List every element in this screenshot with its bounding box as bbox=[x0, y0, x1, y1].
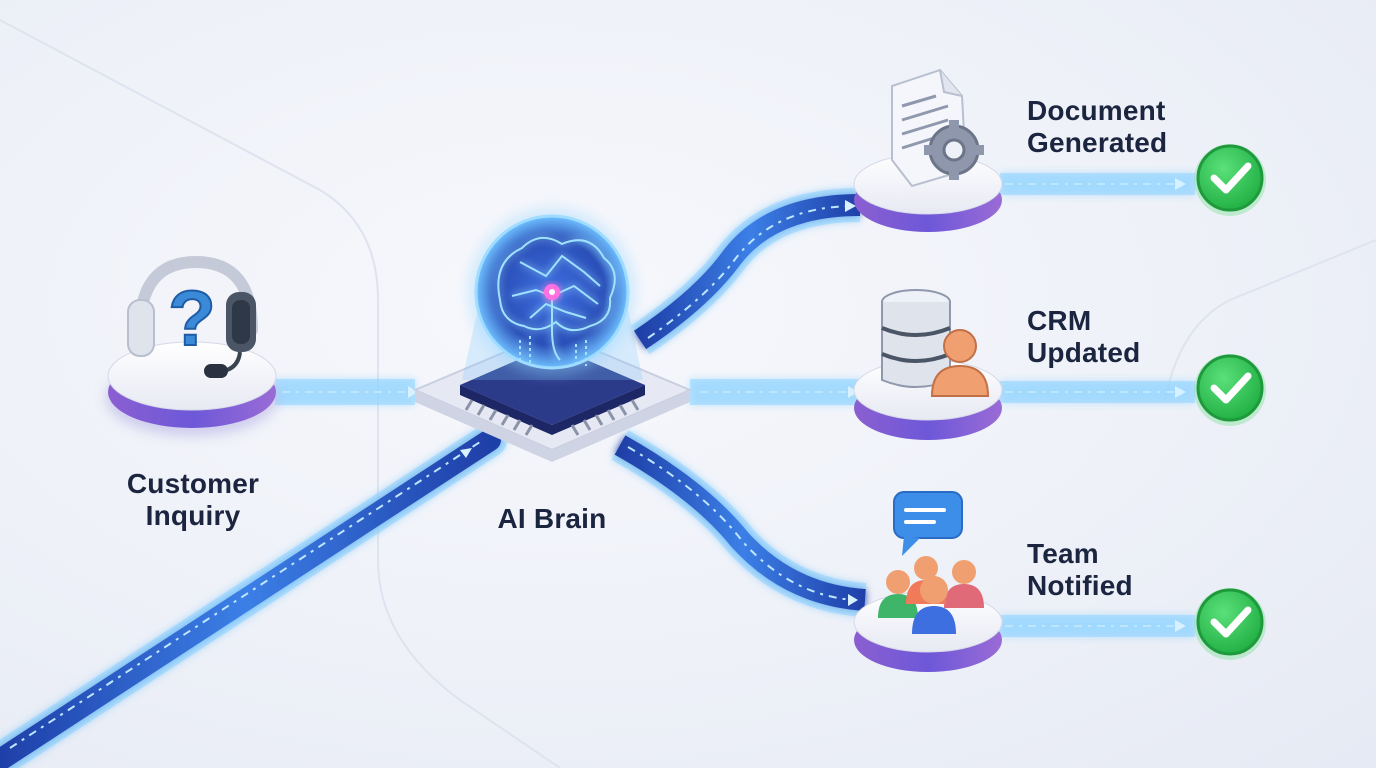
team-chat-icon bbox=[878, 491, 984, 634]
check-badge-document bbox=[1194, 144, 1266, 216]
crm-updated-label: CRM Updated bbox=[1027, 305, 1227, 369]
svg-text:?: ? bbox=[168, 274, 216, 362]
customer-inquiry-label: Customer Inquiry bbox=[100, 468, 286, 532]
document-label-line1: Document bbox=[1027, 95, 1166, 126]
check-icon bbox=[1210, 606, 1252, 638]
ai-brain-label-text: AI Brain bbox=[497, 503, 607, 534]
headset-question-icon: ? bbox=[127, 255, 258, 378]
document-label-line2: Generated bbox=[1027, 127, 1168, 158]
crm-label-line2: Updated bbox=[1027, 337, 1141, 368]
flow-arrows bbox=[408, 178, 1186, 632]
document-generated-label: Document Generated bbox=[1027, 95, 1227, 159]
document-gear-icon bbox=[891, 68, 984, 188]
team-label-line1: Team bbox=[1027, 538, 1099, 569]
database-user-icon bbox=[881, 289, 990, 397]
crm-node bbox=[853, 289, 1003, 440]
check-badge-team bbox=[1194, 588, 1266, 660]
ai-brain-label: AI Brain bbox=[462, 503, 642, 535]
chip-pins bbox=[464, 399, 640, 436]
team-notified-label: Team Notified bbox=[1027, 538, 1227, 602]
flow-dashes bbox=[9, 183, 1185, 749]
check-badge-crm bbox=[1194, 354, 1266, 426]
customer-inquiry-label-line2: Inquiry bbox=[145, 500, 241, 531]
crm-label-line1: CRM bbox=[1027, 305, 1092, 336]
customer-inquiry-label-line1: Customer bbox=[126, 468, 260, 499]
check-icon bbox=[1210, 162, 1252, 194]
team-label-line2: Notified bbox=[1027, 570, 1133, 601]
customer-inquiry-node: ? bbox=[106, 255, 278, 436]
ai-brain-node bbox=[412, 208, 693, 462]
check-icon bbox=[1210, 372, 1252, 404]
document-node bbox=[853, 68, 1003, 232]
team-node bbox=[853, 491, 1003, 672]
